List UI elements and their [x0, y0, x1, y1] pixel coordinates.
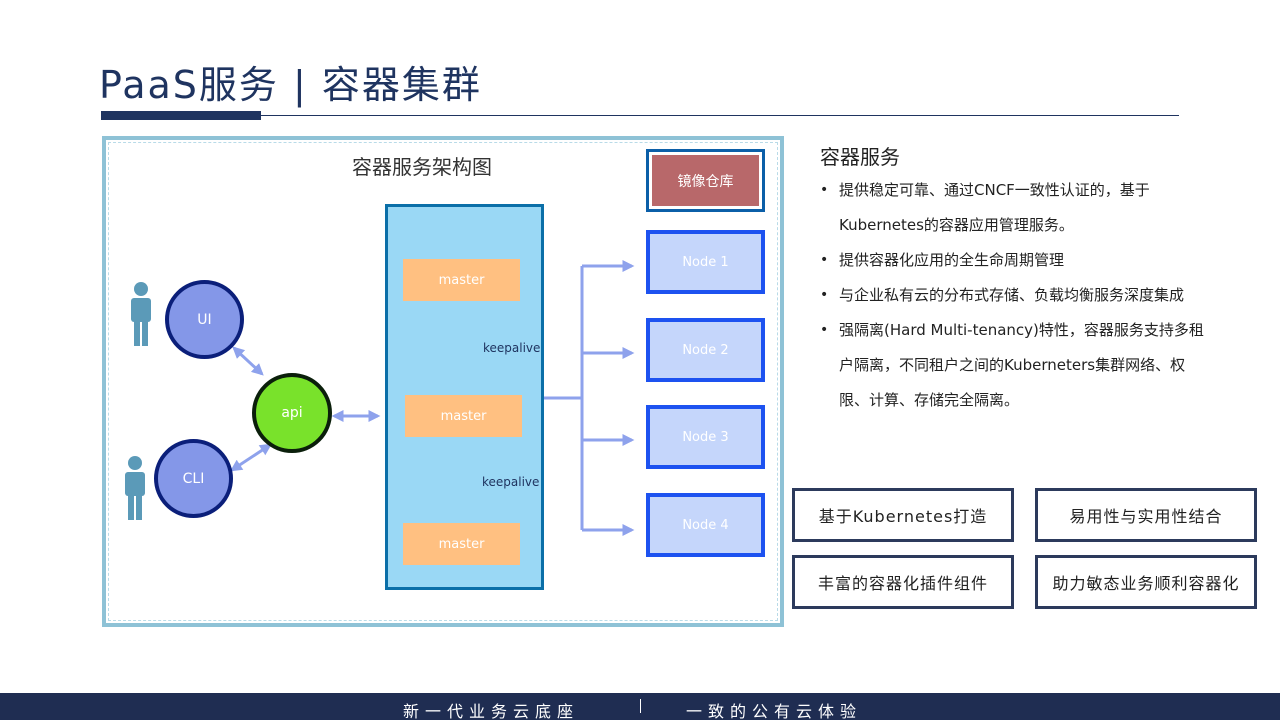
architecture-diagram-frame	[102, 136, 784, 627]
master-node-2: master	[405, 395, 522, 437]
footer-bar: 新一代业务云底座 一致的公有云体验	[0, 693, 1280, 721]
cli-api-link	[229, 443, 273, 472]
service-bullet: 强隔离(Hard Multi-tenancy)特性，容器服务支持多租户隔离，不同…	[818, 313, 1213, 418]
footer-slogan-right: 一致的公有云体验	[686, 702, 863, 721]
keepalive-label-2: keepalive	[482, 475, 540, 489]
api-label: api	[281, 405, 303, 421]
ui-api-link	[232, 346, 264, 376]
feature-box: 助力敏态业务顺利容器化	[1035, 555, 1257, 609]
user-icon	[125, 456, 145, 520]
user-icon	[131, 282, 151, 346]
diagram-title: 容器服务架构图	[352, 155, 492, 179]
feature-box: 丰富的容器化插件组件	[792, 555, 1014, 609]
keepalive-label-1: keepalive	[483, 341, 541, 355]
title-underline-thin	[261, 115, 1179, 116]
master-node-1: master	[403, 259, 520, 301]
api-node: api	[252, 373, 332, 453]
image-registry: 镜像仓库	[646, 149, 765, 212]
worker-node-3: Node 3	[646, 405, 765, 469]
feature-box: 基于Kubernetes打造	[792, 488, 1014, 542]
ui-client-label: UI	[197, 311, 212, 328]
cli-client-label: CLI	[182, 470, 205, 487]
image-registry-label: 镜像仓库	[652, 155, 759, 206]
service-bullet: 提供稳定可靠、通过CNCF一致性认证的，基于Kubernetes的容器应用管理服…	[818, 173, 1213, 243]
service-heading: 容器服务	[820, 145, 900, 169]
footer-slogan-left: 新一代业务云底座	[403, 702, 580, 721]
title-underline-thick	[101, 111, 261, 120]
page-title: PaaS服务 | 容器集群	[99, 63, 482, 107]
footer-divider	[640, 699, 641, 713]
ui-client-node: UI	[165, 280, 244, 359]
worker-node-4: Node 4	[646, 493, 765, 557]
service-bullet-list: 提供稳定可靠、通过CNCF一致性认证的，基于Kubernetes的容器应用管理服…	[818, 173, 1213, 418]
worker-node-1: Node 1	[646, 230, 765, 294]
service-bullet: 与企业私有云的分布式存储、负载均衡服务深度集成	[818, 278, 1213, 313]
worker-node-2: Node 2	[646, 318, 765, 382]
service-bullet: 提供容器化应用的全生命周期管理	[818, 243, 1213, 278]
cli-client-node: CLI	[154, 439, 233, 518]
master-node-3: master	[403, 523, 520, 565]
feature-box: 易用性与实用性结合	[1035, 488, 1257, 542]
